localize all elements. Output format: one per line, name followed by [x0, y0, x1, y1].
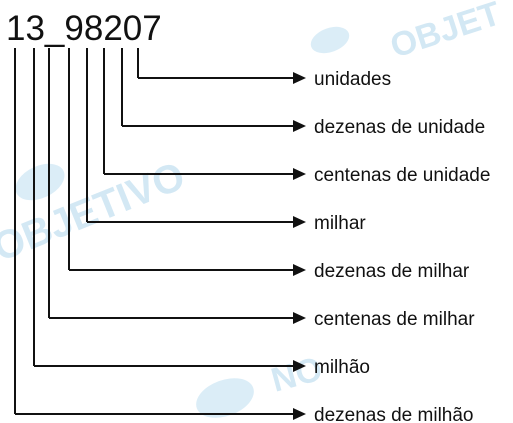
arrow-head-icon: [293, 120, 306, 132]
place-label: milhão: [314, 357, 370, 378]
connectors: unidades dezenas de unidade centenas de un…: [14, 48, 490, 423]
arrow-head-icon: [293, 360, 306, 372]
arrow-head-icon: [293, 72, 306, 84]
watermark-logo-bottom: NO: [196, 350, 326, 418]
place-label: centenas de unidade: [314, 165, 490, 186]
place-label: dezenas de milhão: [314, 405, 474, 423]
arrow-head-icon: [293, 312, 306, 324]
arrow-head-icon: [293, 264, 306, 276]
place-label: dezenas de milhar: [314, 261, 470, 282]
place-label: centenas de milhar: [314, 309, 475, 330]
place-label: milhar: [314, 213, 366, 234]
arrow-head-icon: [293, 168, 306, 180]
place-label: dezenas de unidade: [314, 117, 485, 138]
watermark-logo-left: OBJETIVO: [0, 154, 191, 271]
watermark-logo-top-right: OBJET: [310, 0, 506, 66]
svg-text:OBJET: OBJET: [386, 0, 506, 66]
place-label: unidades: [314, 69, 391, 90]
arrow-head-icon: [293, 408, 306, 420]
arrow-head-icon: [293, 216, 306, 228]
number-display: 13_98207: [6, 9, 162, 48]
